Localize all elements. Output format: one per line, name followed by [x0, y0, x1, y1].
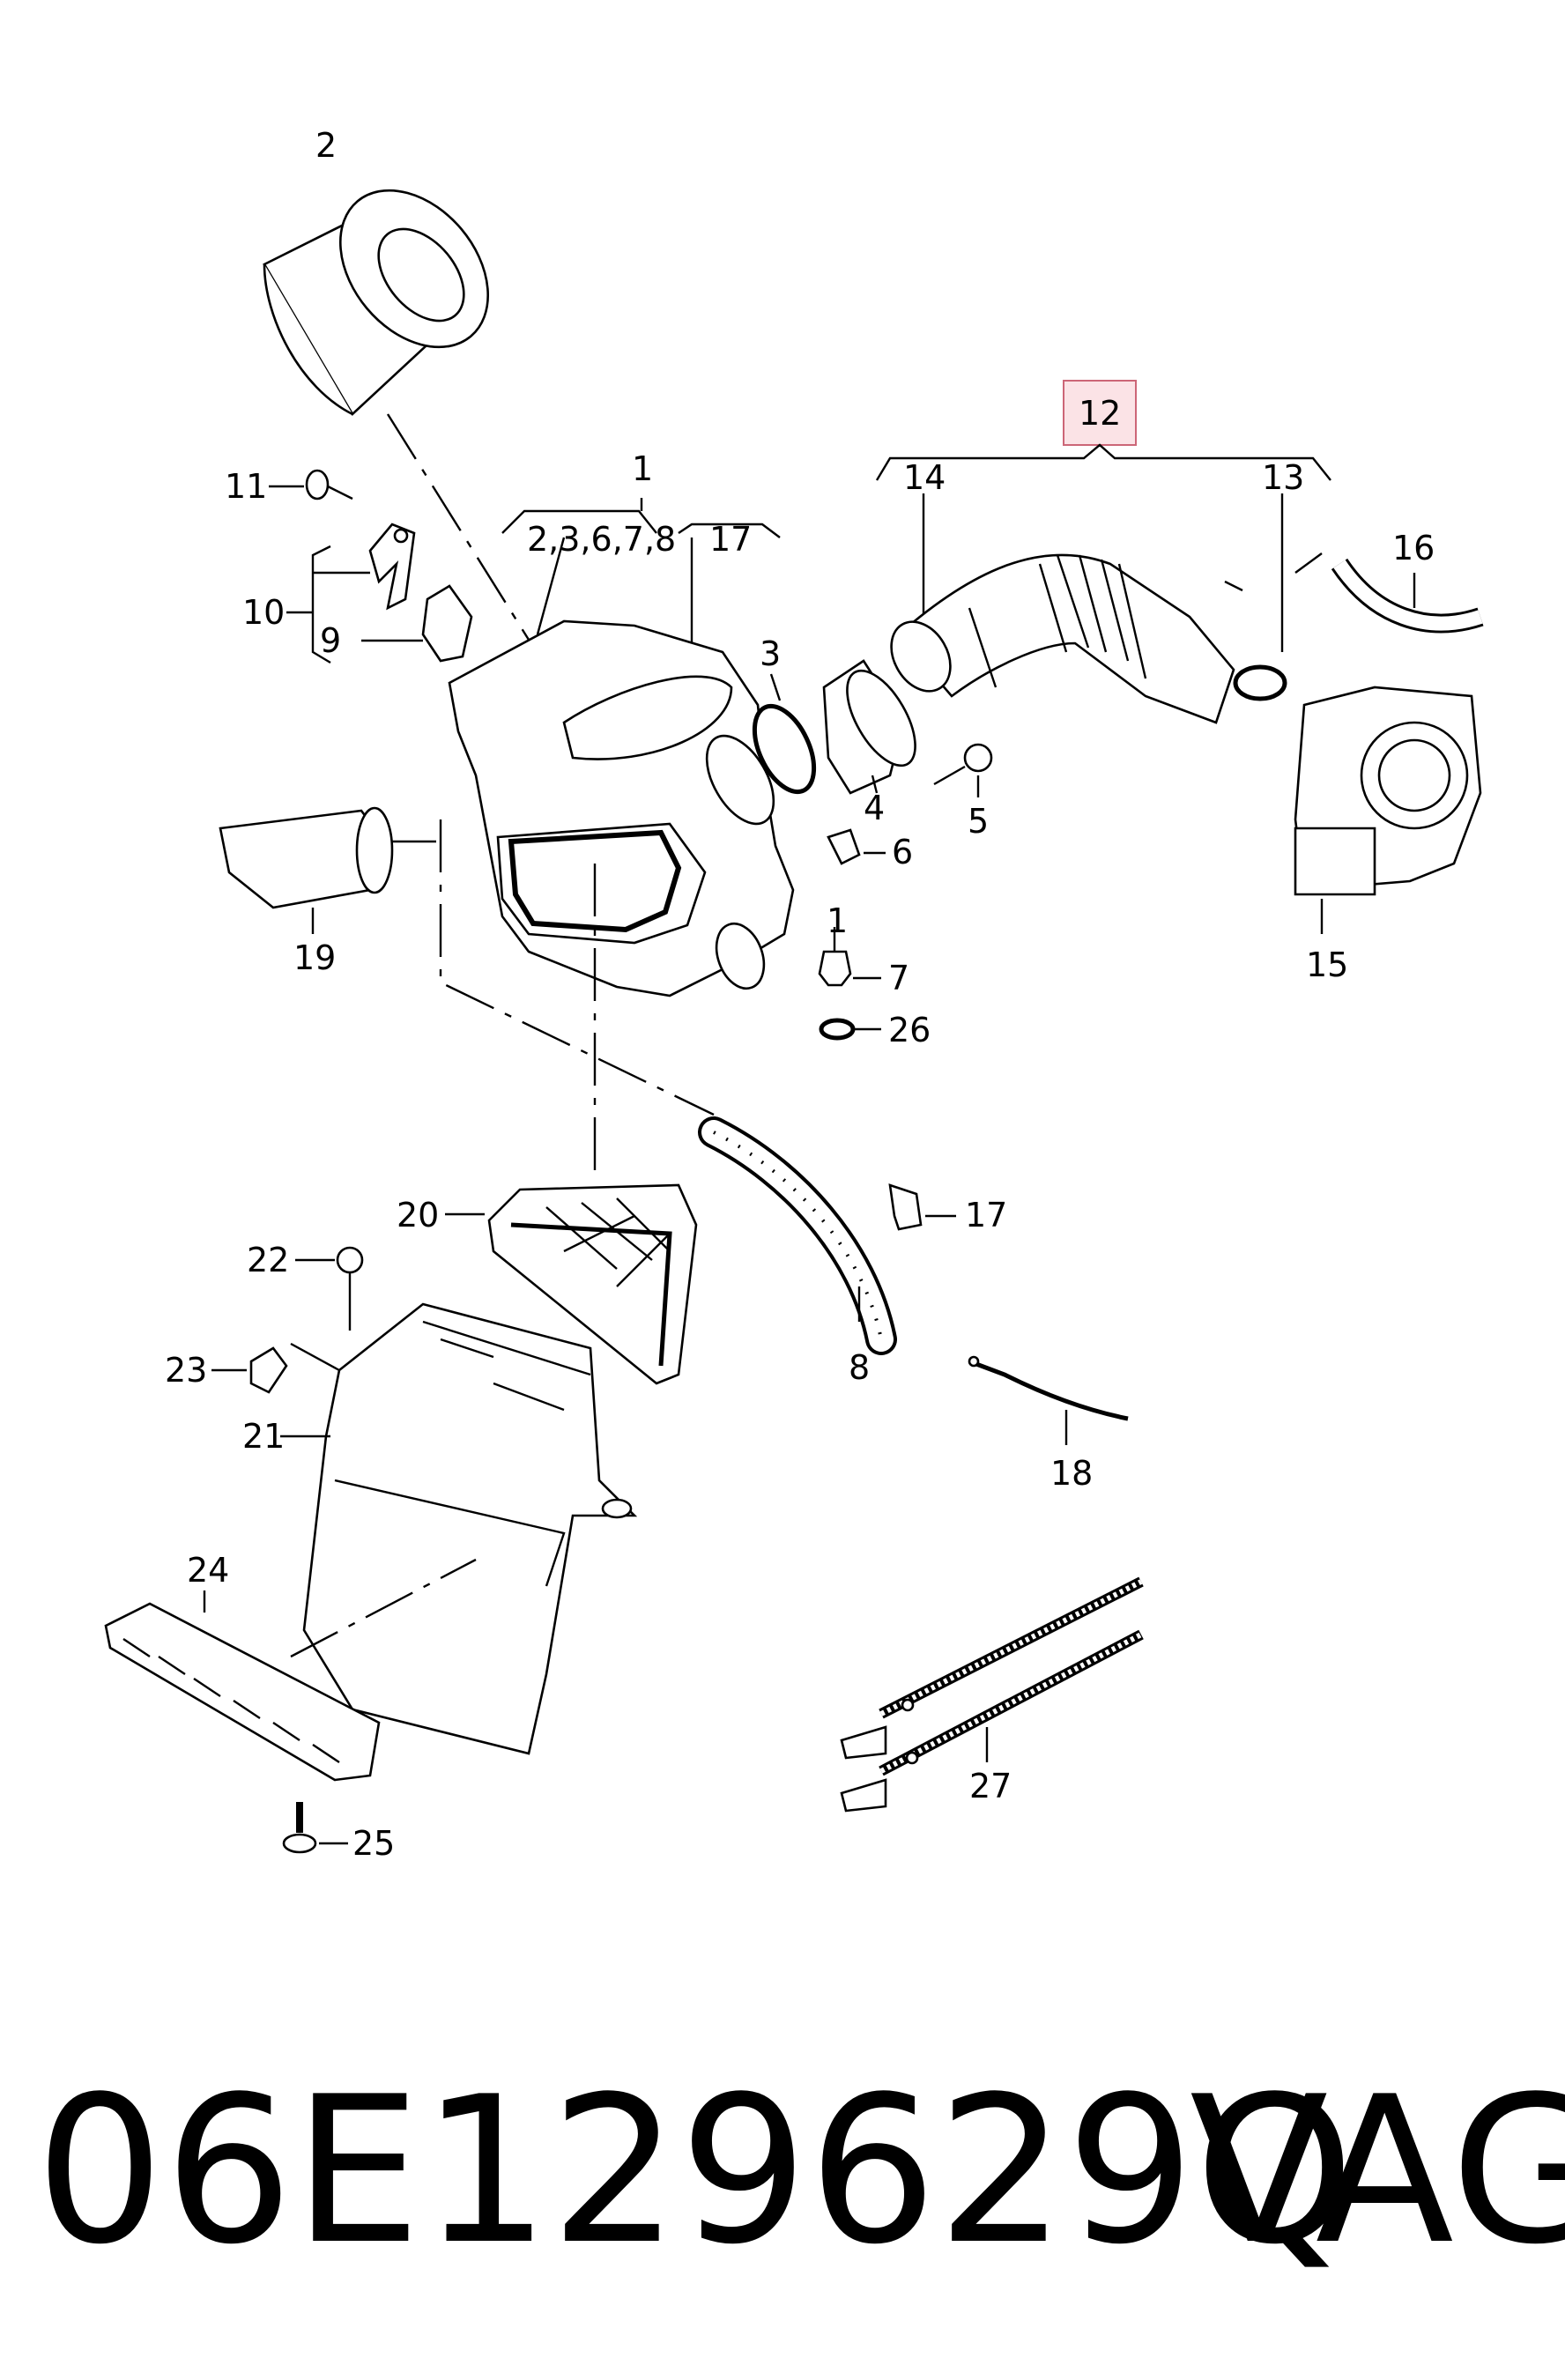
screw-5 [933, 743, 993, 786]
washer-26 [819, 1018, 856, 1041]
label-14: 14 [903, 458, 946, 497]
throttle-body-15 [1294, 686, 1482, 896]
label-6: 6 [892, 833, 913, 871]
part-number: 06E129629Q [35, 2054, 1355, 2289]
label-26: 26 [888, 1011, 931, 1049]
mass-air-flow-sensor-4 [822, 659, 916, 795]
label-23: 23 [165, 1351, 207, 1390]
air-filter-element [263, 189, 490, 417]
clip-17 [888, 1183, 923, 1231]
bracket-10 [368, 523, 416, 611]
intake-snorkel-19 [219, 806, 394, 909]
label-9: 9 [320, 621, 341, 660]
label-19: 19 [293, 938, 336, 977]
screw-11 [305, 469, 353, 500]
vent-line-18 [968, 1355, 1129, 1421]
label-8: 8 [849, 1348, 870, 1387]
label-1: 1 [632, 449, 653, 488]
label-1-sub-parts: 2,3,6,7,8 [527, 520, 676, 559]
label-1b: 1 [827, 901, 848, 940]
label-21: 21 [242, 1417, 285, 1456]
label-25: 25 [352, 1824, 395, 1863]
label-16: 16 [1392, 529, 1435, 567]
cable-ties-27 [840, 1576, 1144, 1813]
label-11: 11 [225, 467, 267, 506]
part-12-highlight [1063, 380, 1137, 446]
air-filter-housing [448, 619, 795, 997]
label-22: 22 [247, 1241, 289, 1279]
drain-valve-7 [818, 950, 852, 987]
label-4: 4 [864, 789, 885, 827]
label-27: 27 [969, 1767, 1012, 1805]
label-12: 12 [1079, 394, 1121, 433]
brand-name: VAG [1190, 2054, 1565, 2289]
label-24: 24 [187, 1551, 229, 1590]
label-20: 20 [397, 1196, 439, 1234]
lower-housing-21 [302, 1302, 638, 1755]
clamp-13 [1233, 664, 1287, 701]
label-1-sub-17: 17 [709, 520, 752, 559]
label-7: 7 [888, 959, 909, 997]
label-15: 15 [1306, 945, 1348, 984]
hose-16 [1331, 558, 1484, 634]
label-17: 17 [965, 1196, 1007, 1234]
intake-hose-14 [890, 553, 1235, 724]
air-guide-grille-24 [104, 1602, 381, 1782]
clip-9 [421, 584, 473, 663]
screw-22 [336, 1246, 364, 1300]
o-ring-3 [752, 703, 817, 795]
label-13: 13 [1262, 458, 1304, 497]
label-5: 5 [968, 802, 989, 841]
screw-25 [282, 1802, 317, 1854]
label-2: 2 [315, 126, 337, 165]
filter-frame-20 [487, 1183, 698, 1385]
clip-6 [827, 828, 861, 865]
label-10: 10 [242, 593, 285, 632]
nut-23 [249, 1346, 288, 1394]
breather-hose-8 [698, 1116, 897, 1355]
label-18: 18 [1050, 1454, 1093, 1493]
label-3: 3 [760, 634, 781, 673]
part-number-caption: 06E129629Q VAG [35, 2071, 1565, 2273]
